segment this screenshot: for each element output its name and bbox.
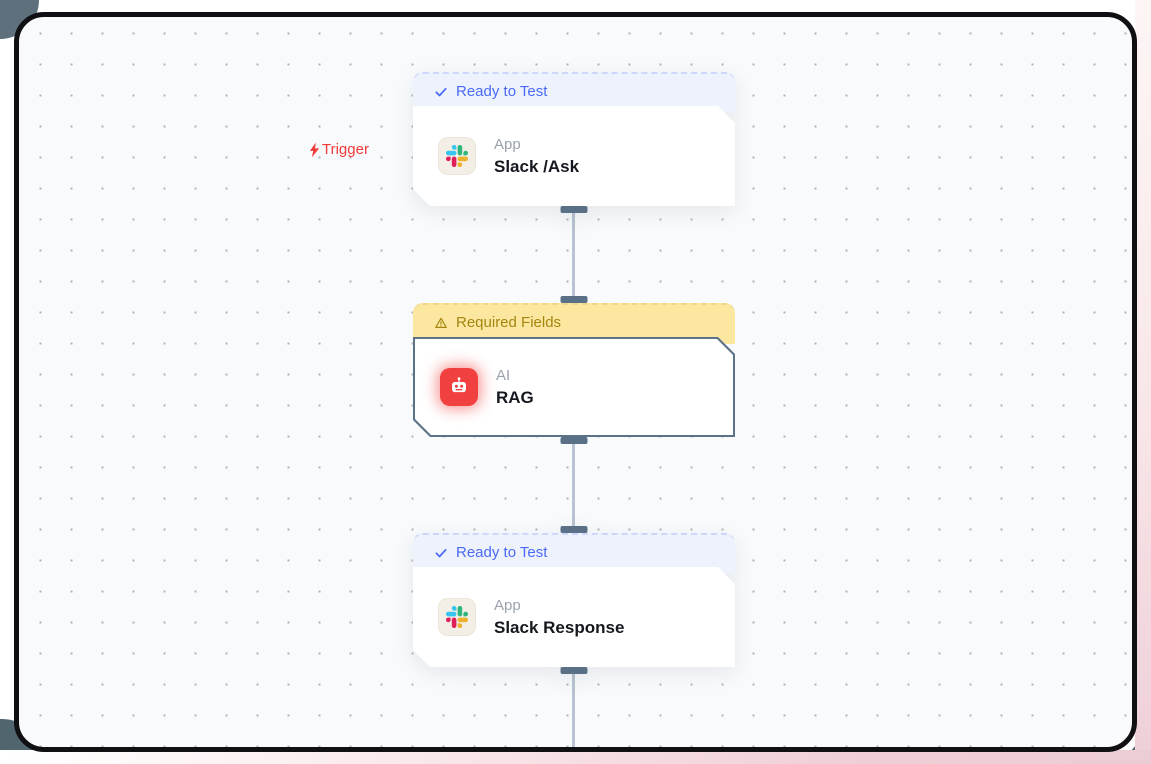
slack-icon bbox=[438, 598, 476, 636]
node-card[interactable]: App Slack /Ask bbox=[413, 106, 735, 206]
lightning-bolt-icon bbox=[309, 142, 320, 157]
node-category: App bbox=[494, 596, 521, 614]
connection-handle[interactable] bbox=[560, 206, 588, 213]
node-slack-response[interactable]: Ready to Test App Slack Response bbox=[413, 526, 735, 674]
pink-gradient-right bbox=[1135, 0, 1151, 764]
node-card[interactable]: App Slack Response bbox=[413, 567, 735, 667]
node-title: RAG bbox=[496, 387, 534, 407]
status-label: Ready to Test bbox=[456, 544, 548, 561]
trigger-label: Trigger bbox=[309, 141, 369, 158]
connector-edge bbox=[572, 205, 575, 303]
slack-icon bbox=[438, 137, 476, 175]
slack-logo-icon bbox=[446, 606, 468, 628]
check-icon bbox=[435, 548, 447, 558]
warning-icon bbox=[435, 317, 447, 328]
node-title: Slack /Ask bbox=[494, 156, 580, 176]
trigger-label-text: Trigger bbox=[322, 141, 369, 158]
node-card[interactable]: AI RAG bbox=[415, 339, 733, 435]
node-title: Slack Response bbox=[494, 617, 625, 637]
connection-handle[interactable] bbox=[560, 437, 588, 444]
connector-edge bbox=[572, 667, 575, 747]
workflow-canvas[interactable]: Trigger Ready to Test bbox=[14, 12, 1137, 752]
node-category: App bbox=[494, 135, 521, 153]
robot-glyph-icon bbox=[448, 376, 470, 398]
pink-gradient-bottom bbox=[0, 750, 1151, 764]
node-rag[interactable]: Required Fields bbox=[413, 296, 735, 444]
node-slack-ask[interactable]: Ready to Test App Slack /Ask bbox=[413, 72, 735, 213]
status-label: Required Fields bbox=[456, 314, 562, 331]
connector-edge bbox=[572, 437, 575, 533]
connection-handle[interactable] bbox=[560, 667, 588, 674]
slack-logo-icon bbox=[446, 145, 468, 167]
connection-handle[interactable] bbox=[560, 526, 588, 533]
selected-node-border: AI RAG bbox=[413, 337, 735, 437]
node-category: AI bbox=[496, 366, 511, 384]
robot-icon bbox=[440, 368, 478, 406]
connection-handle[interactable] bbox=[560, 296, 588, 303]
check-icon bbox=[435, 87, 447, 97]
status-label: Ready to Test bbox=[456, 83, 548, 100]
